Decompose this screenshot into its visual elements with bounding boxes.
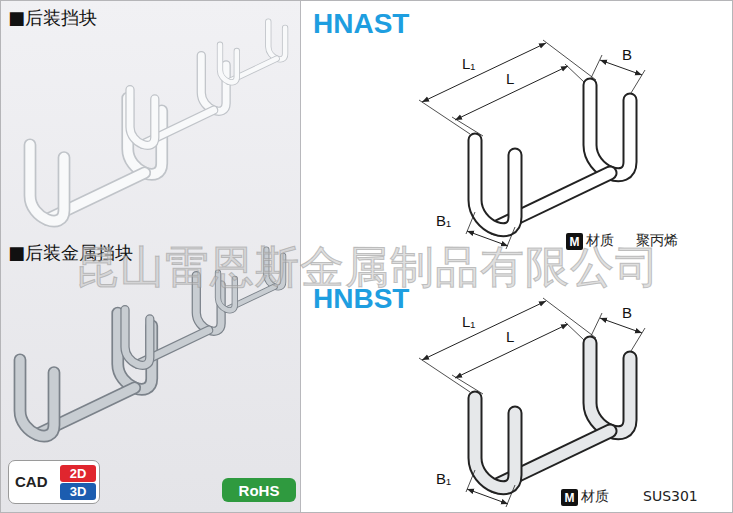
label-text: B xyxy=(622,304,632,321)
label-text: ■后装挡块 xyxy=(8,7,97,28)
metal-clip-photo xyxy=(20,313,152,436)
plastic-clip-photo xyxy=(220,22,285,83)
node-text: M xyxy=(570,235,580,249)
label-text: 材质 xyxy=(581,488,609,504)
rohs-badge: RoHS xyxy=(222,478,296,502)
cad-badge: CAD 2D 3D xyxy=(8,460,100,504)
plastic-clip-photo xyxy=(30,98,162,221)
model-title: HNAST xyxy=(313,8,409,40)
material-label: 材质 xyxy=(581,488,609,504)
plastic-clip-photo xyxy=(130,56,226,146)
dimension-lines xyxy=(419,40,645,249)
label-text: HNAST xyxy=(313,8,409,39)
dimension-label: L₁ xyxy=(462,55,475,72)
dimension-label: B xyxy=(622,304,632,321)
dimension-label: B₁ xyxy=(436,470,451,487)
material-icon: M xyxy=(561,489,578,506)
label-text: B₁ xyxy=(436,212,451,229)
label-text: L₁ xyxy=(462,313,475,330)
dimension-label: L₁ xyxy=(462,313,475,330)
dimension-label: B xyxy=(622,46,632,63)
cad-3d-tag: 3D xyxy=(60,483,96,500)
section-heading: ■后装挡块 xyxy=(8,8,97,29)
label-text: L xyxy=(506,328,514,345)
dimension-label: L xyxy=(506,70,514,87)
material-value: SUS301 xyxy=(643,488,698,504)
label-text: L₁ xyxy=(462,55,475,72)
cad-2d-tag: 2D xyxy=(60,465,96,482)
node-text: 2D xyxy=(70,466,87,481)
label-text: B xyxy=(622,46,632,63)
label-text: L xyxy=(506,70,514,87)
node-text: CAD xyxy=(15,473,48,490)
node-text: M xyxy=(565,491,575,505)
material-icon: M xyxy=(566,233,583,250)
dimension-label: L xyxy=(506,328,514,345)
clip-drawing xyxy=(475,85,630,230)
dimension-label: B₁ xyxy=(436,212,451,229)
clip-drawing xyxy=(475,343,630,488)
label-text: SUS301 xyxy=(643,488,698,504)
dimension-lines xyxy=(419,298,645,507)
node-text: RoHS xyxy=(239,482,280,499)
node-text: 3D xyxy=(70,484,87,499)
label-text: B₁ xyxy=(436,470,451,487)
